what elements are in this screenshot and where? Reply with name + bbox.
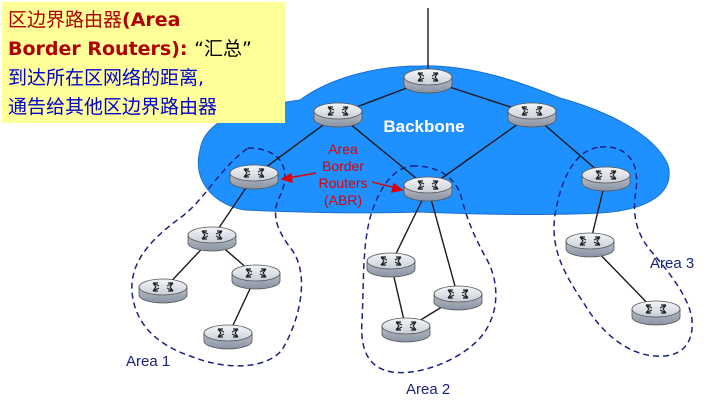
area-1-boundary	[131, 147, 303, 367]
area-2-label: Area 2	[406, 381, 450, 398]
router-backbone-top	[403, 68, 453, 94]
abr-label: Area Border Routers (ABR)	[318, 141, 367, 208]
router-area2-3	[381, 317, 431, 343]
router-area1-1	[187, 226, 237, 252]
backbone-region	[198, 65, 670, 216]
callout-line-2: Border Routers): “汇总”	[8, 35, 279, 64]
router-backbone-right	[507, 102, 557, 128]
abr-label-line-2: Border	[322, 158, 364, 174]
area-1-label: Area 1	[126, 353, 170, 370]
callout-title-zh: 区边界路由器	[8, 9, 123, 31]
link-area2-b	[427, 187, 459, 298]
callout-summarize-quote: “汇总”	[194, 38, 252, 60]
router-abr-area3	[581, 166, 631, 192]
router-area1-4	[203, 324, 253, 350]
callout-title-en: (Area	[122, 9, 181, 31]
router-area3-2	[631, 300, 681, 326]
abr-pointers	[280, 172, 404, 193]
router-area1-2	[138, 278, 188, 304]
area-3-label: Area 3	[650, 255, 694, 272]
callout-line-4: 通告给其他区边界路由器	[8, 96, 218, 118]
router-area2-2	[433, 285, 483, 311]
router-area1-3	[231, 264, 281, 290]
backbone-label: Backbone	[383, 117, 464, 136]
abr-label-line-3: Routers	[318, 175, 367, 191]
area-2-boundary	[360, 165, 497, 374]
link-backbone-left-abr2	[337, 113, 429, 189]
router-abr-area2	[403, 176, 453, 202]
area-3-boundary	[553, 146, 693, 357]
link-backbone-right-abr2	[427, 113, 533, 189]
router-backbone-left	[313, 102, 363, 128]
router-abr-area1	[229, 164, 279, 190]
callout-line-3: 到达所在区网络的距离,	[8, 67, 205, 89]
abr-description-callout: 区边界路由器(Area Border Routers): “汇总” 到达所在区网…	[2, 2, 285, 123]
router-area3-1	[565, 232, 615, 258]
abr-label-line-1: Area	[328, 141, 358, 157]
callout-term-en: Border Routers):	[8, 38, 188, 60]
router-area2-1	[366, 252, 416, 278]
abr-label-line-4: (ABR)	[324, 192, 362, 208]
callout-line-1: 区边界路由器(Area	[8, 6, 279, 35]
